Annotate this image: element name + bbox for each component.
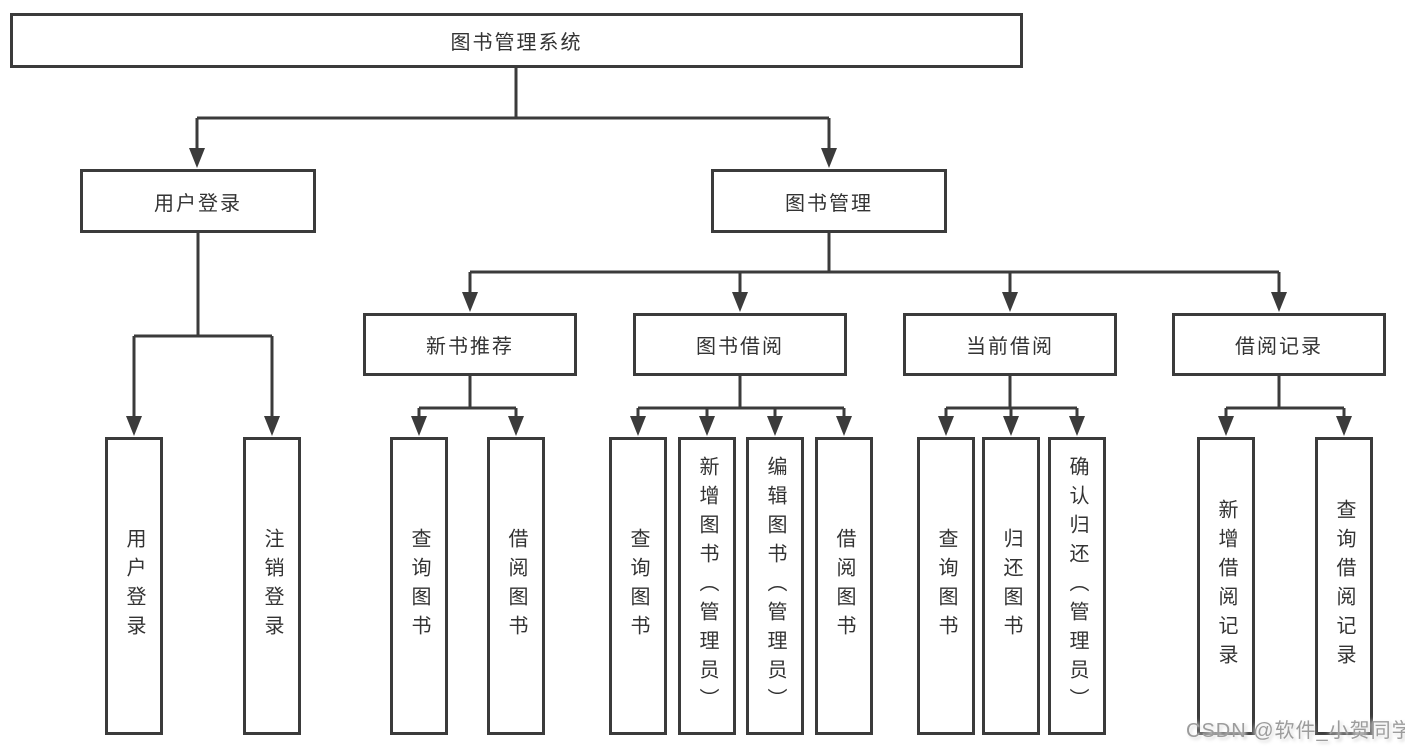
leaf-confirm-return-admin-box: 确认归还（管理员） <box>1048 437 1106 735</box>
leaf-add-borrow-record-box: 新增借阅记录 <box>1197 437 1255 735</box>
leaf-query-borrow-record-label: 查询借阅记录 <box>1333 499 1355 673</box>
leaf-borrow-books-label: 借阅图书 <box>833 528 855 644</box>
leaf-add-book-admin-box: 新增图书（管理员） <box>678 437 736 735</box>
node-book-management-label: 图书管理 <box>785 192 873 215</box>
leaf-add-book-admin-label: 新增图书（管理员） <box>696 455 718 717</box>
node-library-management-system-box: 图书管理系统 <box>10 13 1023 68</box>
node-book-borrowing-box: 图书借阅 <box>633 313 847 376</box>
leaf-query-books-recommend-label: 查询图书 <box>408 528 430 644</box>
leaf-query-books-borrowing-label: 查询图书 <box>627 528 649 644</box>
leaf-user-login-box: 用户登录 <box>105 437 163 735</box>
leaf-query-borrow-record-box: 查询借阅记录 <box>1315 437 1373 735</box>
leaf-logout-label: 注销登录 <box>261 528 283 644</box>
leaf-query-books-recommend-box: 查询图书 <box>390 437 448 735</box>
leaf-add-borrow-record-label: 新增借阅记录 <box>1215 499 1237 673</box>
leaf-user-login-label: 用户登录 <box>123 528 145 644</box>
leaf-edit-book-admin-box: 编辑图书（管理员） <box>746 437 804 735</box>
node-user-login-label: 用户登录 <box>154 192 242 215</box>
leaf-query-books-current-label: 查询图书 <box>935 528 957 644</box>
leaf-edit-book-admin-label: 编辑图书（管理员） <box>764 455 786 717</box>
node-current-borrowing-label: 当前借阅 <box>966 336 1054 358</box>
csdn-watermark: CSDN @软件_小贺同学 <box>1186 720 1405 742</box>
node-book-management-box: 图书管理 <box>711 169 947 233</box>
node-borrowing-records-label: 借阅记录 <box>1235 336 1323 358</box>
leaf-borrow-books-box: 借阅图书 <box>815 437 873 735</box>
node-current-borrowing-box: 当前借阅 <box>903 313 1117 376</box>
node-user-login-box: 用户登录 <box>80 169 316 233</box>
leaf-borrow-books-recommend-label: 借阅图书 <box>505 528 527 644</box>
node-new-book-recommend-box: 新书推荐 <box>363 313 577 376</box>
node-library-management-system-label: 图书管理系统 <box>450 32 583 54</box>
leaf-query-books-borrowing-box: 查询图书 <box>609 437 667 735</box>
leaf-query-books-current-box: 查询图书 <box>917 437 975 735</box>
leaf-borrow-books-recommend-box: 借阅图书 <box>487 437 545 735</box>
leaf-return-book-label: 归还图书 <box>1000 528 1022 644</box>
leaf-logout-box: 注销登录 <box>243 437 301 735</box>
leaf-return-book-box: 归还图书 <box>982 437 1040 735</box>
node-book-borrowing-label: 图书借阅 <box>696 336 784 358</box>
leaf-confirm-return-admin-label: 确认归还（管理员） <box>1066 455 1088 717</box>
node-borrowing-records-box: 借阅记录 <box>1172 313 1386 376</box>
node-new-book-recommend-label: 新书推荐 <box>426 336 514 358</box>
